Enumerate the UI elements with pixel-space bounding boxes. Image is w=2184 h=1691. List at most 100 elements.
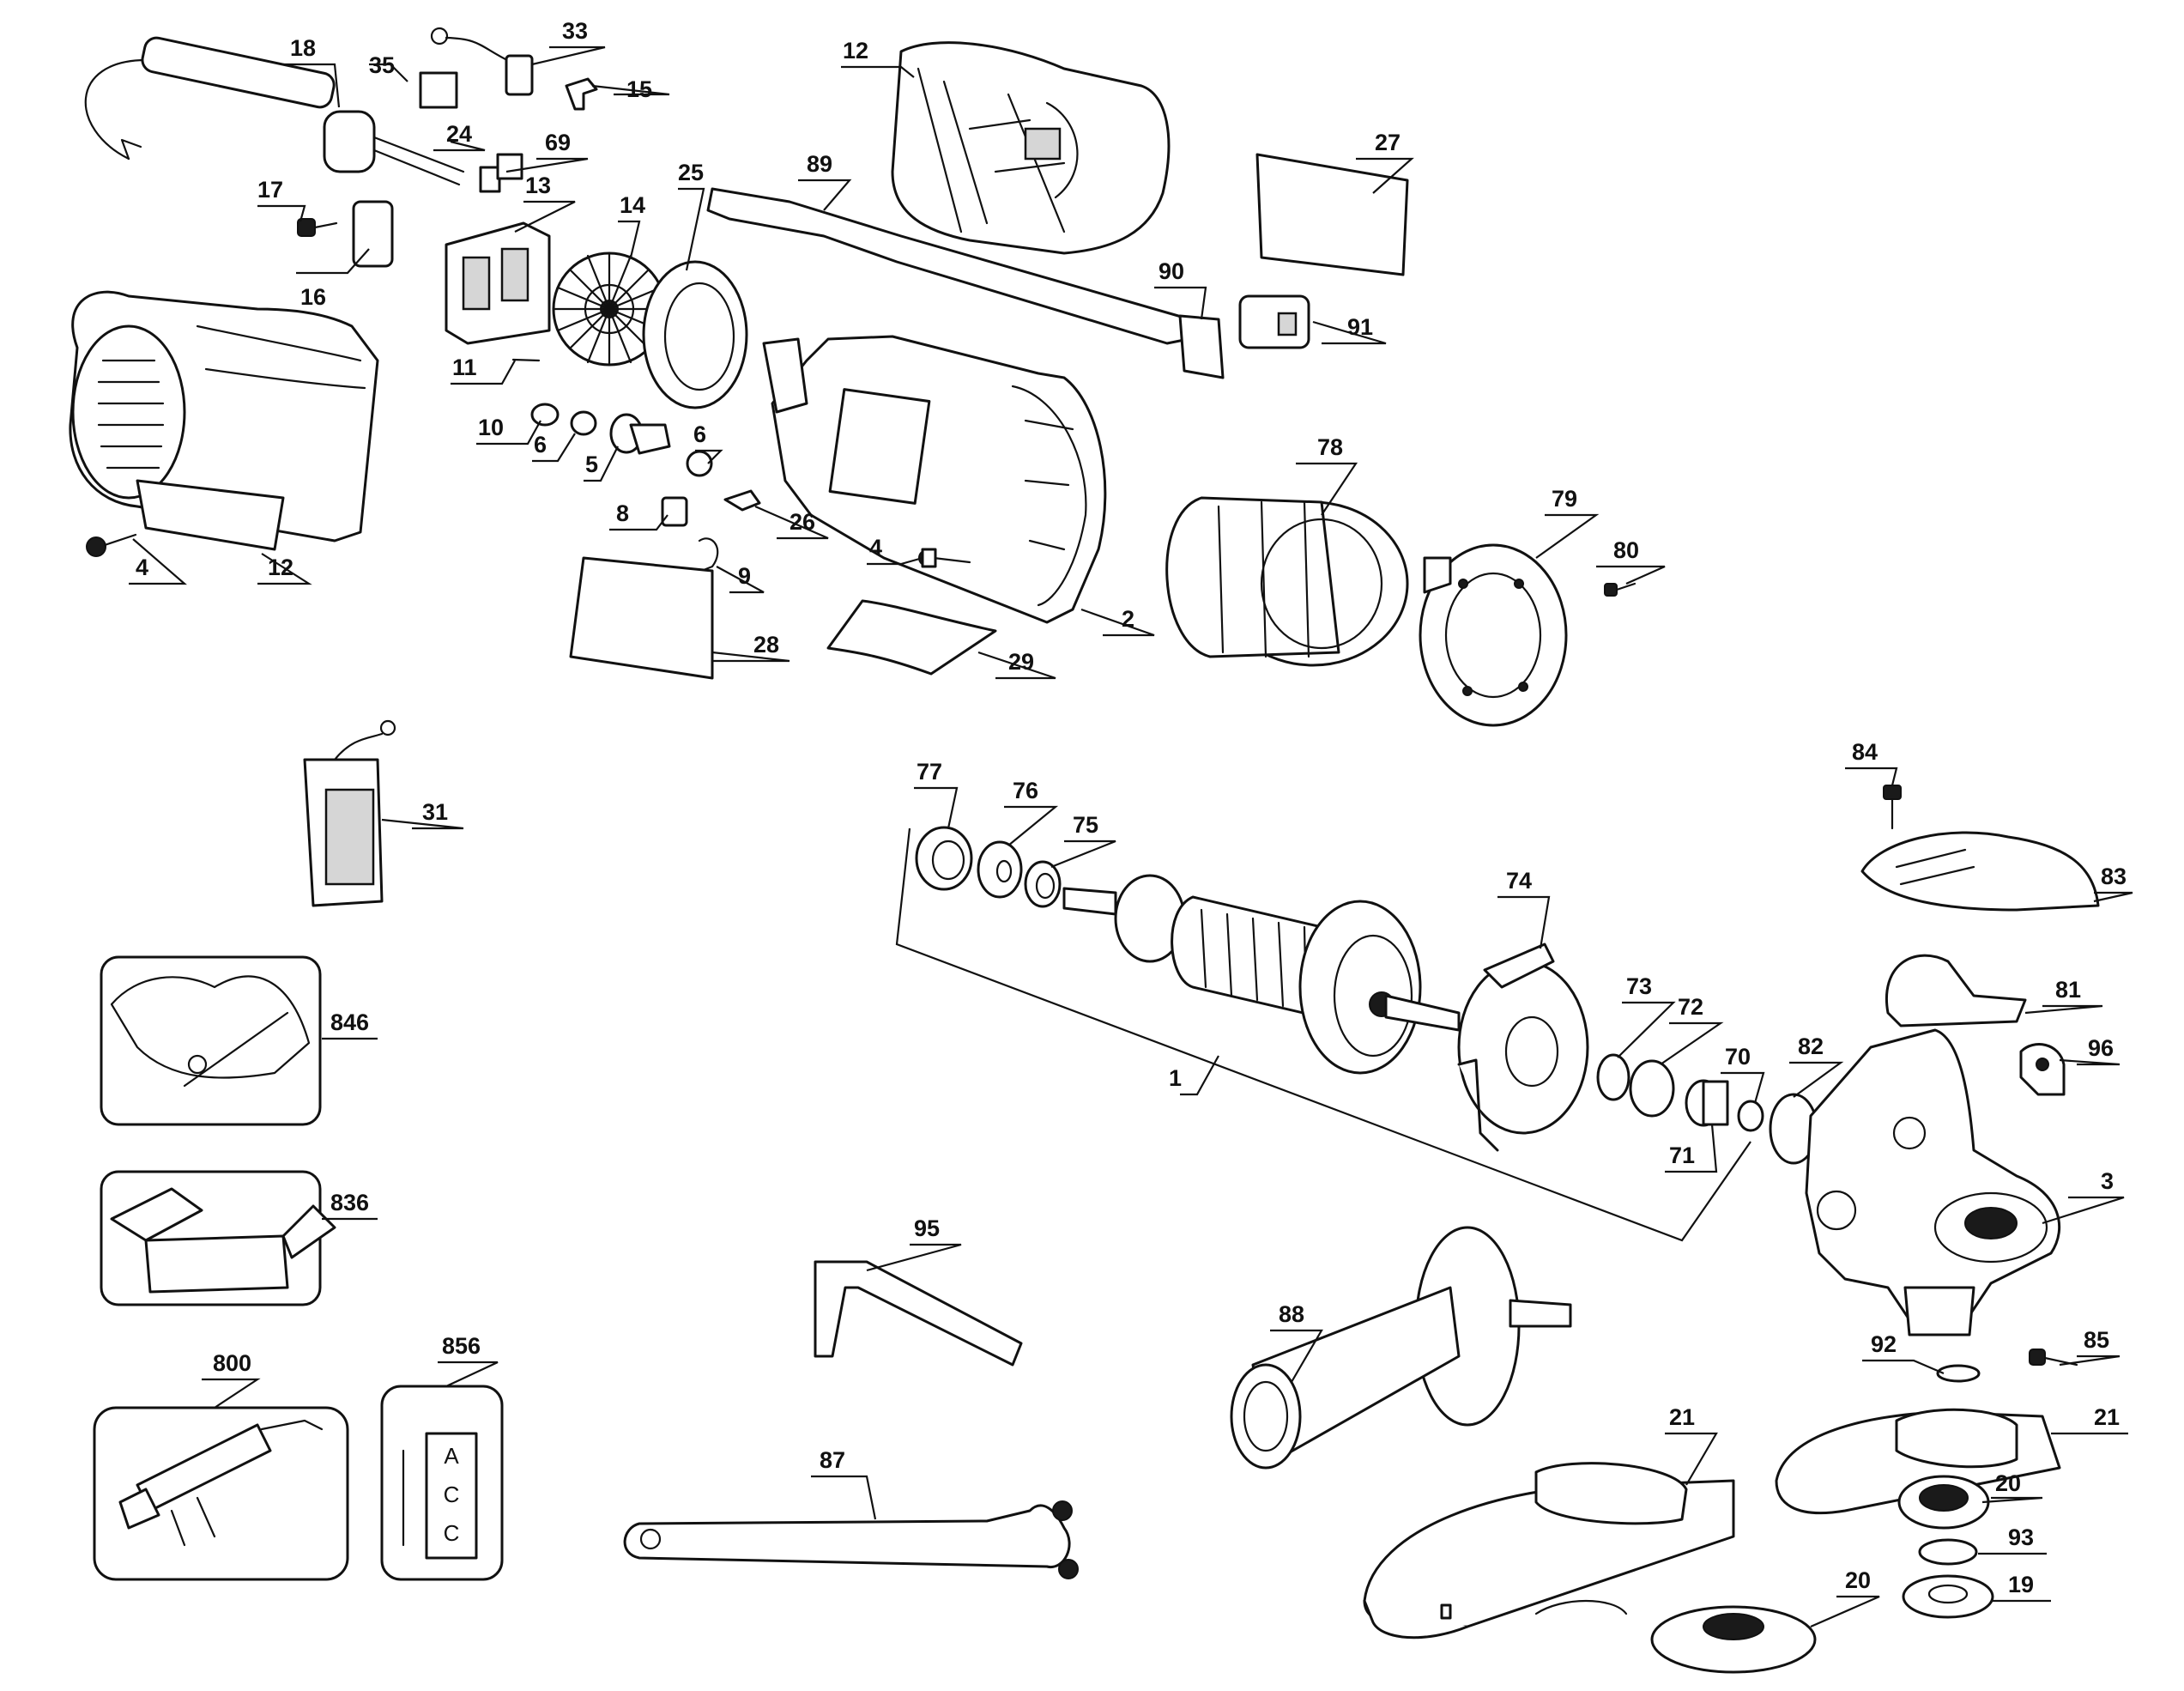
part-20-flange-right <box>1897 1475 1990 1530</box>
box-846 <box>100 955 322 1126</box>
label-85: 85 <box>2084 1327 2109 1353</box>
label-28: 28 <box>753 632 779 658</box>
label-11: 11 <box>452 355 477 380</box>
label-81: 81 <box>2055 977 2081 1003</box>
part-83-cover <box>1860 831 2100 912</box>
label-72: 72 <box>1678 994 1703 1020</box>
part-76-washer <box>977 840 1023 899</box>
label-90: 90 <box>1159 258 1184 284</box>
part-69 <box>479 153 523 193</box>
label-88: 88 <box>1279 1301 1304 1327</box>
label-89: 89 <box>807 151 832 177</box>
part-33 <box>430 27 534 96</box>
label-6-left: 6 <box>534 432 547 458</box>
label-73: 73 <box>1626 973 1652 999</box>
label-87: 87 <box>820 1447 845 1473</box>
part-26 <box>723 489 761 512</box>
label-9: 9 <box>738 563 751 589</box>
label-5: 5 <box>585 452 598 477</box>
part-16 <box>352 200 394 268</box>
label-35: 35 <box>369 52 395 78</box>
part-95-hex-key <box>814 1260 1023 1367</box>
label-16: 16 <box>300 284 326 310</box>
part-70 <box>1737 1100 1764 1132</box>
part-cord <box>84 36 465 186</box>
label-20-right: 20 <box>1995 1470 2021 1496</box>
part-800-grease-gun <box>118 1419 324 1547</box>
part-1-armature <box>1062 874 1461 1075</box>
part-84-screw <box>1883 785 1902 830</box>
part-4-screw-center <box>918 548 971 568</box>
label-4-left: 4 <box>136 555 148 580</box>
label-92: 92 <box>1871 1331 1897 1357</box>
label-69: 69 <box>545 130 571 155</box>
part-31-module <box>303 719 396 907</box>
part-29 <box>826 599 997 676</box>
part-21-guard-large <box>1363 1462 1735 1639</box>
part-25 <box>642 260 748 409</box>
part-6b <box>686 450 713 477</box>
part-71 <box>1685 1079 1729 1127</box>
part-74-baffle <box>1457 942 1589 1152</box>
part-75-washer <box>1024 860 1062 908</box>
label-2: 2 <box>1122 606 1134 632</box>
label-800: 800 <box>213 1350 251 1376</box>
part-88-side-handle <box>1230 1226 1572 1470</box>
part-96 <box>2019 1043 2066 1096</box>
part-35 <box>419 71 458 109</box>
label-846: 846 <box>330 1009 369 1035</box>
label-93: 93 <box>2008 1524 2034 1550</box>
label-71: 71 <box>1669 1142 1695 1168</box>
part-79-end-plate <box>1419 543 1568 727</box>
armature-group-bracket <box>895 827 1751 1242</box>
part-6a <box>570 410 597 436</box>
part-14-fan <box>552 252 667 367</box>
label-96: 96 <box>2088 1035 2114 1061</box>
part-87-spanner <box>623 1500 1079 1579</box>
part-13 <box>445 221 551 345</box>
label-8: 8 <box>616 500 629 526</box>
part-10 <box>530 403 560 427</box>
label-6-right: 6 <box>693 421 706 447</box>
label-74: 74 <box>1506 868 1532 894</box>
part-12-rear-housing <box>69 290 379 551</box>
callout-labels: 1 2 3 4 4 5 6 6 8 9 10 11 12 12 13 14 15… <box>136 18 2127 1597</box>
label-33: 33 <box>562 18 588 44</box>
label-82: 82 <box>1798 1033 1824 1059</box>
part-856-acc-label: A C C <box>402 1432 478 1560</box>
label-31: 31 <box>422 799 448 825</box>
acc-letter-c: C <box>444 1482 460 1507</box>
label-78: 78 <box>1317 434 1343 460</box>
label-80: 80 <box>1613 537 1639 563</box>
part-20-flange-bottom <box>1650 1605 1817 1674</box>
label-19: 19 <box>2008 1572 2034 1597</box>
label-24: 24 <box>446 121 472 147</box>
label-76: 76 <box>1013 778 1038 803</box>
part-19-nut <box>1902 1574 1994 1619</box>
label-29: 29 <box>1008 649 1034 675</box>
label-26: 26 <box>790 509 815 535</box>
label-21-left: 21 <box>1669 1404 1695 1430</box>
part-78-field <box>1165 496 1409 667</box>
label-77: 77 <box>917 759 942 785</box>
part-9 <box>693 537 719 575</box>
label-15: 15 <box>626 76 652 102</box>
part-28 <box>569 556 714 680</box>
acc-letter-a: A <box>444 1443 459 1469</box>
part-12-top-housing <box>891 41 1171 255</box>
part-85-screw <box>2029 1349 2078 1367</box>
part-73 <box>1596 1053 1630 1101</box>
label-84: 84 <box>1852 739 1878 765</box>
part-17 <box>297 218 338 237</box>
part-5 <box>609 413 671 455</box>
part-90 <box>1178 314 1225 379</box>
label-4-center: 4 <box>869 535 882 561</box>
label-83: 83 <box>2101 864 2127 889</box>
acc-letter-c2: C <box>444 1520 460 1546</box>
box-800 <box>93 1406 349 1581</box>
label-91: 91 <box>1347 314 1373 340</box>
label-836: 836 <box>330 1190 369 1215</box>
label-12-left: 12 <box>268 555 293 580</box>
part-3-gear-case <box>1805 1028 2061 1336</box>
